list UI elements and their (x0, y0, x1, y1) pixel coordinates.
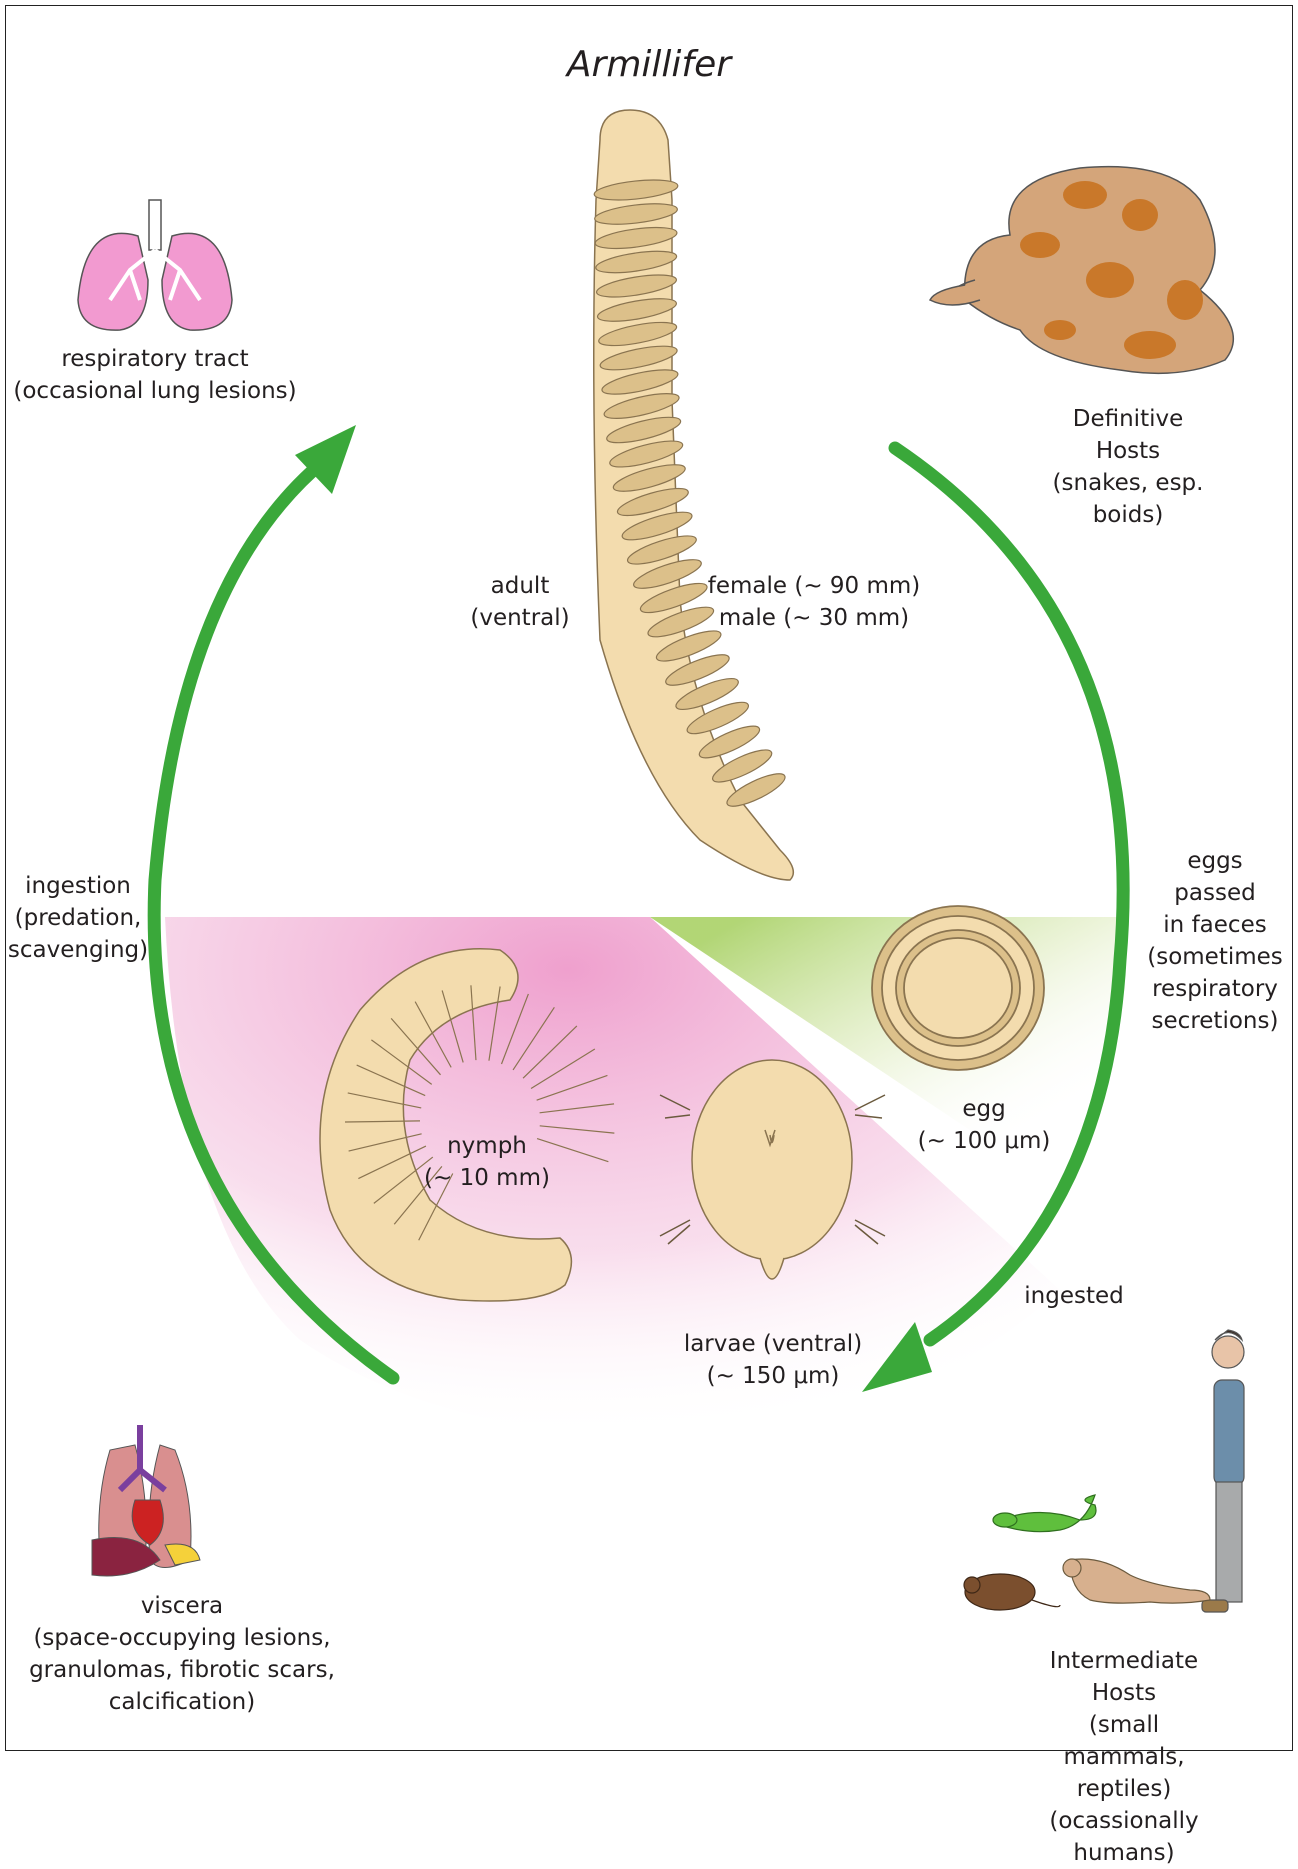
definitive-hosts-label: Definitive Hosts (snakes, esp. boids) (1043, 403, 1213, 531)
egg-label: egg (~ 100 μm) (918, 1093, 1051, 1157)
figure-title: Armillifer (567, 44, 731, 85)
respiratory-label: respiratory tract (occasional lung lesio… (13, 343, 296, 407)
life-cycle-artwork (0, 0, 1298, 1756)
lizard-icon (993, 1495, 1096, 1532)
egg-icon (872, 906, 1044, 1070)
adult-label: adult (ventral) (470, 570, 569, 634)
ingested-label: ingested (1024, 1280, 1123, 1312)
adult-size-label: female (~ 90 mm) male (~ 30 mm) (708, 570, 921, 634)
eggs-passed-label: eggs passed in faeces (sometimes respira… (1147, 845, 1283, 1037)
rat-icon (964, 1574, 1060, 1610)
intermediate-hosts-label: Intermediate Hosts (small mammals, repti… (1037, 1645, 1211, 1869)
larvae-label: larvae (ventral) (~ 150 μm) (684, 1328, 862, 1392)
ingestion-label: ingestion (predation, scavenging) (8, 870, 148, 966)
snake-icon (930, 167, 1233, 374)
nymph-label: nymph (~ 10 mm) (424, 1130, 550, 1194)
human-icon (1202, 1330, 1244, 1612)
lungs-icon (78, 200, 232, 330)
mammal-icon (1063, 1559, 1210, 1603)
viscera-icon (92, 1425, 200, 1576)
viscera-label: viscera (space-occupying lesions, granul… (29, 1590, 335, 1718)
